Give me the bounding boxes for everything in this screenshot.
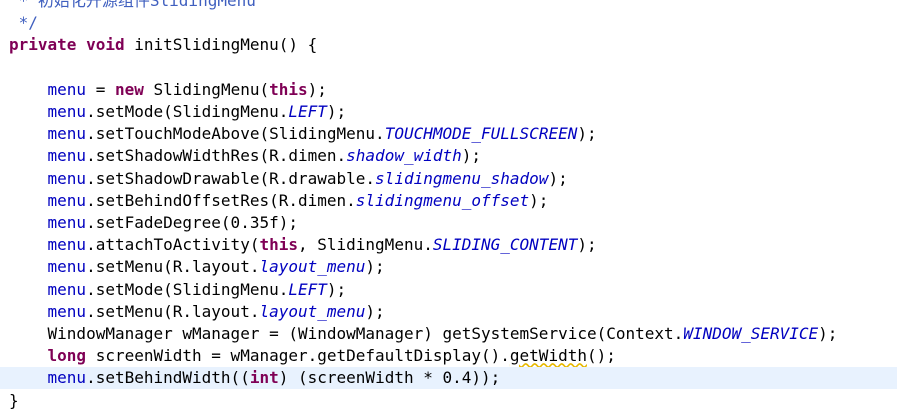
code-token: private — [9, 35, 77, 55]
code-token: ); — [548, 168, 568, 188]
code-token: .setShadowWidthRes(R.dimen. — [86, 146, 347, 166]
code-line[interactable]: menu.attachToActivity(this, SlidingMenu.… — [0, 234, 897, 256]
code-token — [9, 235, 48, 254]
code-line[interactable]: menu.setBehindWidth((int) (screenWidth *… — [0, 367, 897, 390]
code-token: .setBehindOffsetRes(R.dimen. — [86, 190, 356, 210]
code-token: menu — [47, 124, 87, 144]
code-token: this — [269, 79, 308, 99]
code-token: LEFT — [288, 102, 327, 121]
code-line[interactable]: menu.setShadowWidthRes(R.dimen.shadow_wi… — [0, 145, 897, 167]
code-token — [9, 80, 48, 99]
code-token: menu — [47, 301, 87, 321]
code-token: * 初始化开源组件SlidingMenu — [9, 0, 256, 10]
code-token: menu — [47, 102, 87, 121]
code-token: ); — [461, 146, 482, 166]
code-token: initSlidingMenu() { — [124, 35, 318, 55]
code-token: LEFT — [288, 279, 327, 299]
code-token: shadow_width — [346, 146, 462, 166]
code-line[interactable] — [0, 57, 897, 79]
code-token: .setTouchModeAbove(SlidingMenu. — [86, 124, 385, 144]
code-token: ); — [365, 301, 385, 321]
code-token: void — [86, 35, 125, 55]
code-token: screenWidth = wManager.getDefaultDisplay… — [86, 346, 510, 366]
code-token — [9, 346, 48, 365]
code-line[interactable]: menu.setFadeDegree(0.35f); — [0, 212, 897, 234]
code-token: menu — [47, 279, 87, 299]
code-token: ); — [577, 124, 597, 144]
code-token: ); — [307, 79, 327, 99]
code-line[interactable]: menu.setMode(SlidingMenu.LEFT); — [0, 101, 897, 123]
code-token: ); — [577, 235, 597, 255]
code-token: new — [114, 79, 144, 99]
code-token — [9, 146, 48, 165]
code-token — [9, 257, 48, 276]
code-token: .setMenu(R.layout. — [86, 257, 260, 277]
code-line[interactable]: menu = new SlidingMenu(this); — [0, 79, 897, 101]
code-line[interactable]: * 初始化开源组件SlidingMenu — [0, 0, 897, 12]
code-token: menu — [47, 257, 87, 277]
code-token: menu — [47, 368, 87, 388]
code-token — [9, 169, 48, 188]
code-token: .setBehindWidth(( — [86, 368, 250, 388]
code-token: TOUCHMODE_FULLSCREEN — [384, 124, 578, 144]
code-token: (); — [586, 346, 616, 366]
code-line[interactable]: menu.setTouchModeAbove(SlidingMenu.TOUCH… — [0, 123, 897, 145]
code-token: , SlidingMenu. — [297, 235, 433, 255]
code-token: menu — [47, 213, 87, 232]
code-token: menu — [47, 190, 87, 210]
code-token — [9, 102, 48, 121]
code-token: ) (screenWidth * 0.4)); — [278, 368, 501, 388]
code-token — [9, 213, 48, 232]
code-token — [76, 35, 86, 54]
code-line[interactable]: menu.setMenu(R.layout.layout_menu); — [0, 256, 897, 278]
code-line[interactable]: private void initSlidingMenu() { — [0, 34, 897, 56]
code-token: .setShadowDrawable(R.drawable. — [86, 168, 376, 188]
code-token: } — [9, 390, 19, 410]
code-token: .attachToActivity( — [86, 235, 260, 255]
code-token: layout_menu — [259, 301, 366, 321]
code-token: ); — [326, 279, 347, 299]
code-token: SlidingMenu( — [143, 79, 270, 99]
code-line[interactable]: } — [0, 390, 897, 412]
code-token: WINDOW_SERVICE — [683, 324, 819, 343]
code-token: menu — [47, 235, 87, 255]
code-token: menu — [47, 168, 87, 188]
code-line[interactable]: menu.setMode(SlidingMenu.LEFT); — [0, 279, 897, 301]
code-token — [9, 280, 48, 299]
code-line[interactable]: long screenWidth = wManager.getDefaultDi… — [0, 345, 897, 367]
code-token: .setMode(SlidingMenu. — [86, 102, 289, 121]
code-token: ); — [365, 257, 385, 277]
code-token: layout_menu — [259, 257, 366, 277]
code-line[interactable]: WindowManager wManager = (WindowManager)… — [0, 323, 897, 345]
code-token: ); — [818, 324, 838, 343]
code-token: */ — [9, 13, 38, 33]
code-token: = — [86, 79, 115, 99]
code-token — [9, 124, 48, 143]
code-token — [9, 191, 48, 210]
code-token: menu — [47, 146, 87, 166]
code-token: slidingmenu_shadow — [375, 168, 549, 188]
code-token: getWidth — [509, 346, 587, 366]
code-token: SLIDING_CONTENT — [432, 235, 578, 255]
code-token: ); — [529, 190, 549, 210]
code-token: slidingmenu_offset — [355, 190, 530, 210]
code-token: .setMode(SlidingMenu. — [86, 279, 289, 299]
code-token: ); — [326, 102, 347, 121]
code-token — [9, 368, 48, 387]
code-token: int — [249, 368, 279, 388]
code-token: .setMenu(R.layout. — [86, 301, 260, 321]
code-token: long — [47, 346, 87, 366]
code-token: this — [259, 235, 298, 255]
code-line[interactable]: menu.setMenu(R.layout.layout_menu); — [0, 301, 897, 323]
code-token: WindowManager wManager = (WindowManager)… — [9, 324, 684, 343]
code-line[interactable]: menu.setShadowDrawable(R.drawable.slidin… — [0, 168, 897, 190]
code-line[interactable]: */ — [0, 12, 897, 34]
code-line[interactable]: menu.setBehindOffsetRes(R.dimen.slidingm… — [0, 190, 897, 212]
code-token — [9, 302, 48, 321]
code-token: .setFadeDegree(0.35f); — [86, 213, 298, 232]
code-token: menu — [47, 79, 87, 99]
